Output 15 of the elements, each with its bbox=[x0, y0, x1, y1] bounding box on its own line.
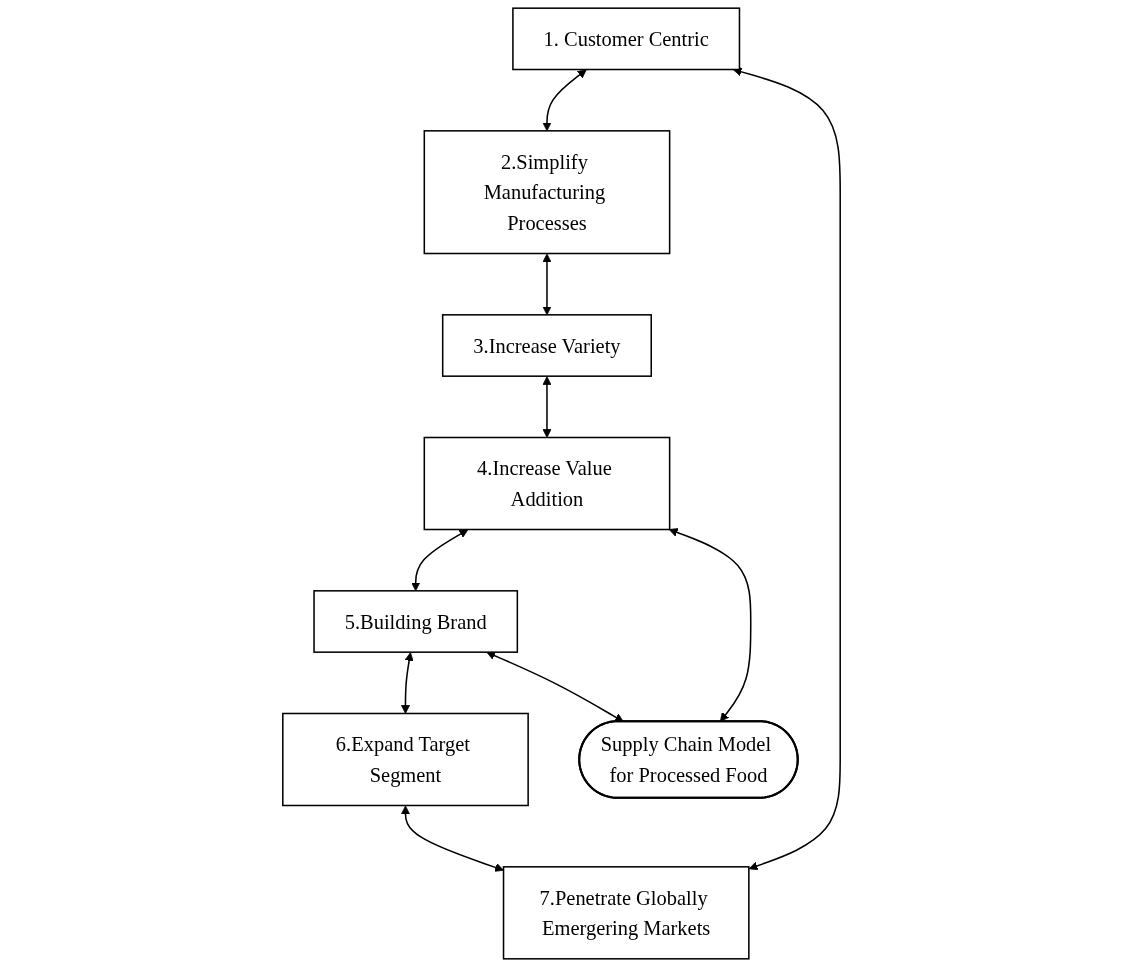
node-box: 6.Expand Target Segment bbox=[282, 712, 529, 807]
node-box: 5.Building Brand bbox=[313, 590, 519, 653]
arrow bbox=[732, 67, 841, 871]
arrow bbox=[400, 652, 414, 714]
arrow bbox=[542, 69, 587, 132]
arrow bbox=[668, 528, 752, 722]
arrow bbox=[411, 529, 469, 592]
node-box: 1. Customer Centric bbox=[512, 7, 741, 71]
arrow bbox=[400, 805, 504, 872]
node-box: 4.Increase Value Addition bbox=[423, 436, 671, 531]
node-box: 2.Simplify Manufacturing Processes bbox=[423, 130, 671, 255]
arrow bbox=[542, 376, 552, 438]
node-box: 7.Penetrate Globally Emergering Markets bbox=[502, 866, 750, 960]
arrow bbox=[542, 253, 552, 316]
node-box: 3.Increase Variety bbox=[441, 314, 652, 377]
